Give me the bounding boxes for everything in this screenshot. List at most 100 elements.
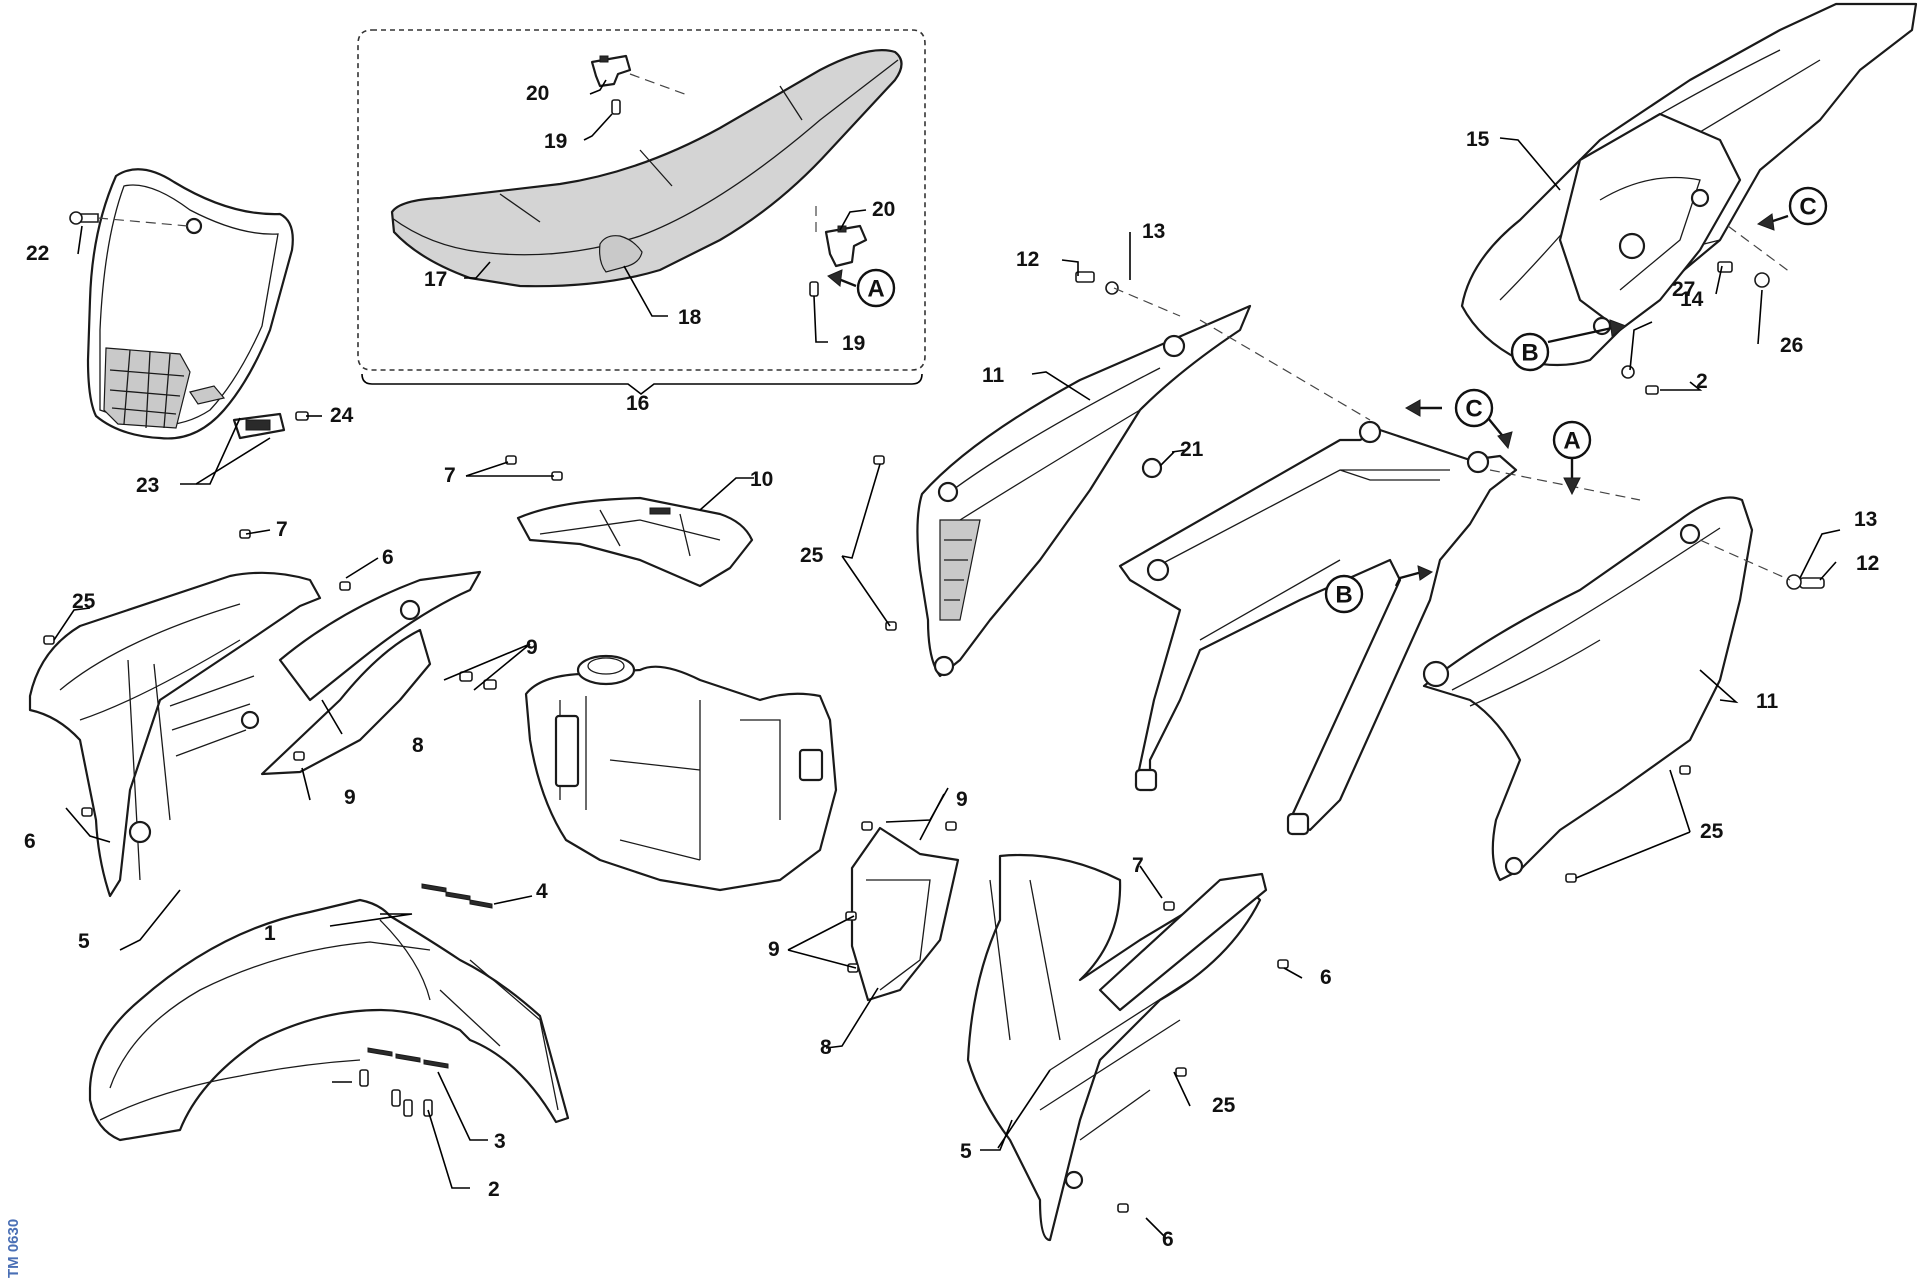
callout-2: 2 bbox=[488, 1178, 500, 1201]
callout-22: 22 bbox=[26, 242, 49, 265]
callout-9: 9 bbox=[956, 788, 968, 811]
airbox-cover-group bbox=[505, 455, 754, 588]
callout-4: 4 bbox=[536, 880, 548, 903]
left-shroud-spoiler[interactable] bbox=[260, 628, 432, 776]
callout-13: 13 bbox=[1854, 508, 1877, 531]
callout-5: 5 bbox=[960, 1140, 972, 1163]
callout-8: 8 bbox=[820, 1036, 832, 1059]
svg-text:B: B bbox=[1521, 340, 1538, 367]
seat-screw-front bbox=[611, 99, 621, 115]
fender-screws bbox=[359, 1069, 433, 1117]
callout-6: 6 bbox=[24, 830, 36, 853]
right-panel-lower-mount bbox=[1504, 856, 1524, 876]
right-shroud-group bbox=[845, 821, 1289, 1242]
callout-9: 9 bbox=[768, 938, 780, 961]
callout-20: 20 bbox=[872, 198, 895, 221]
tank-strip-mount bbox=[399, 599, 421, 621]
callout-12: 12 bbox=[1016, 248, 1039, 271]
svg-text:C: C bbox=[1799, 194, 1816, 221]
callout-11: 11 bbox=[1756, 690, 1779, 713]
rear-fender-inner-housing[interactable] bbox=[1558, 112, 1742, 332]
callout-5: 5 bbox=[78, 930, 90, 953]
screw-group-left bbox=[43, 529, 497, 817]
subframe-front-mount bbox=[1146, 558, 1170, 582]
subframe-foot-left bbox=[1134, 768, 1158, 792]
right-tank-cover-strip[interactable] bbox=[1098, 872, 1268, 1012]
shroud-mount-left-lower bbox=[128, 820, 152, 844]
seat-screw-rear bbox=[809, 281, 819, 297]
callout-25: 25 bbox=[1700, 820, 1724, 843]
callout-20: 20 bbox=[526, 82, 549, 105]
headlight-mask-group bbox=[69, 168, 309, 440]
svg-text:A: A bbox=[867, 276, 884, 303]
side-panel-grille bbox=[939, 519, 981, 621]
ref-marker-c1: C bbox=[1788, 186, 1828, 226]
subframe-upper-mount-left bbox=[1358, 420, 1382, 444]
svg-text:B: B bbox=[1335, 582, 1352, 609]
subframe-foot-right bbox=[1286, 812, 1310, 836]
fuel-tank-group bbox=[421, 654, 838, 909]
callout-8: 8 bbox=[412, 734, 424, 757]
callout-6: 6 bbox=[382, 546, 394, 569]
reference-arrows bbox=[827, 213, 1789, 587]
mask-screw-22 bbox=[69, 211, 99, 225]
callout-9: 9 bbox=[344, 786, 356, 809]
callout-2: 2 bbox=[1696, 370, 1708, 393]
right-panel-front-mount bbox=[1422, 660, 1450, 688]
ref-marker-b2: B bbox=[1324, 574, 1364, 614]
callout-25: 25 bbox=[800, 544, 824, 567]
tank-mount-right bbox=[798, 748, 824, 782]
ref-marker-a1: A bbox=[856, 268, 896, 308]
right-side-panel[interactable] bbox=[1422, 496, 1754, 882]
callout-24: 24 bbox=[330, 404, 354, 427]
seat-bracket-rear bbox=[824, 224, 868, 268]
fuel-cap-neck bbox=[576, 654, 636, 686]
left-radiator-shroud[interactable] bbox=[28, 571, 322, 898]
callout-6: 6 bbox=[1162, 1228, 1174, 1251]
right-shroud-spoiler[interactable] bbox=[850, 826, 960, 1002]
callout-16: 16 bbox=[626, 392, 649, 415]
leader-lines bbox=[53, 79, 1841, 1239]
seat-label-patch bbox=[599, 235, 643, 273]
callout-7: 7 bbox=[276, 518, 288, 541]
decal-set-3 bbox=[367, 1047, 449, 1069]
callout-21: 21 bbox=[1180, 438, 1204, 461]
subframe[interactable] bbox=[1118, 428, 1518, 832]
callout-13: 13 bbox=[1142, 220, 1165, 243]
callout-23: 23 bbox=[136, 474, 159, 497]
drawing-reference-code: TM 0630 bbox=[5, 1219, 22, 1278]
callout-27: 27 bbox=[1672, 278, 1695, 301]
left-tank-cover-strip[interactable] bbox=[278, 570, 482, 702]
callout-25: 25 bbox=[1212, 1094, 1236, 1117]
callout-3: 3 bbox=[494, 1130, 506, 1153]
rear-fender-group bbox=[1460, 2, 1918, 395]
rear-fender-light-window bbox=[1618, 232, 1646, 260]
callout-11: 11 bbox=[982, 364, 1005, 387]
shroud-mount-left-upper bbox=[240, 710, 260, 730]
ref-marker-b1: B bbox=[1510, 332, 1550, 372]
callout-19: 19 bbox=[544, 130, 567, 153]
seat[interactable] bbox=[390, 49, 903, 288]
tank-mount-left bbox=[554, 714, 580, 788]
callout-7: 7 bbox=[444, 464, 456, 487]
side-panel-upper-mount bbox=[937, 481, 959, 503]
front-fender-group bbox=[88, 898, 570, 1142]
callout-1: 1 bbox=[264, 922, 276, 945]
left-side-panel-group bbox=[873, 271, 1252, 678]
svg-text:C: C bbox=[1465, 396, 1482, 423]
mask-clip bbox=[189, 385, 226, 405]
left-radiator-shroud-group bbox=[28, 529, 497, 898]
callout-25: 25 bbox=[72, 590, 96, 613]
grommet-21 bbox=[1141, 457, 1163, 479]
airbox-cover[interactable] bbox=[516, 496, 754, 588]
right-side-panel-group bbox=[1422, 496, 1825, 883]
callout-10: 10 bbox=[750, 468, 773, 491]
callout-12: 12 bbox=[1856, 552, 1879, 575]
seat-kit-group bbox=[357, 29, 926, 396]
front-fender[interactable] bbox=[88, 898, 570, 1142]
callout-labels: 1 2 2 3 4 5 5 6 6 6 6 7 7 7 8 8 9 9 9 9 … bbox=[24, 82, 1879, 1251]
side-panel-hardware bbox=[873, 271, 1163, 631]
right-panel-rear-mount bbox=[1679, 523, 1701, 545]
left-side-panel[interactable] bbox=[916, 304, 1252, 678]
callout-19: 19 bbox=[842, 332, 865, 355]
